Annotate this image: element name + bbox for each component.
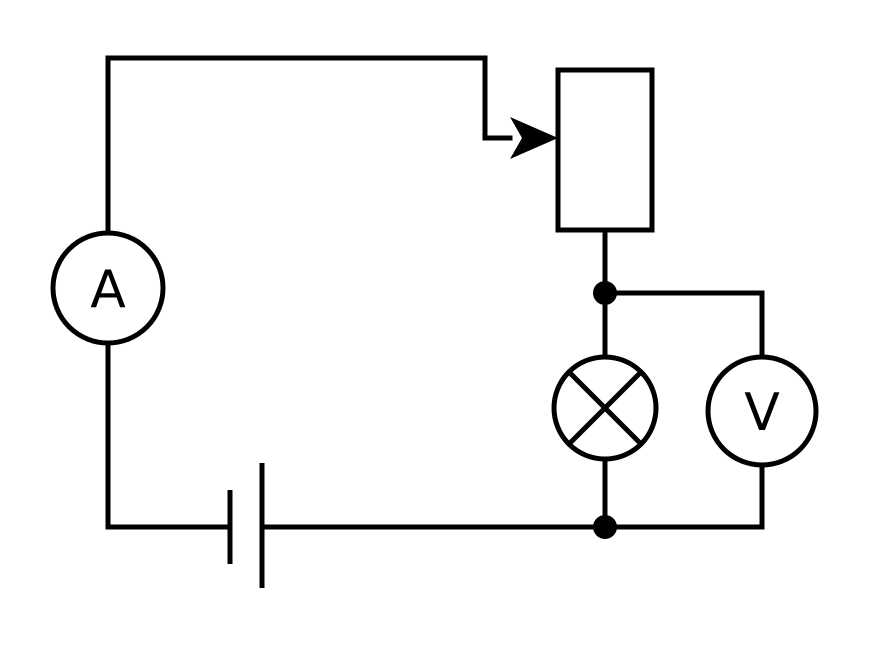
junctions bbox=[593, 281, 617, 539]
wires bbox=[105, 55, 765, 530]
junction-dot-top bbox=[593, 281, 617, 305]
rheostat bbox=[510, 67, 655, 233]
rheostat-body bbox=[555, 67, 655, 233]
voltmeter-symbol: V bbox=[744, 383, 780, 443]
voltmeter-ring bbox=[705, 354, 819, 468]
battery bbox=[227, 463, 265, 588]
ammeter-symbol: A bbox=[90, 260, 126, 320]
ammeter: A bbox=[50, 230, 166, 346]
lamp-cross-line-2 bbox=[567, 370, 643, 446]
junction-dot-bottom bbox=[593, 515, 617, 539]
slider-arrow-icon bbox=[510, 117, 558, 159]
wire-left-top bbox=[105, 55, 513, 236]
voltmeter: V bbox=[705, 354, 819, 468]
wire-voltmeter-top bbox=[602, 290, 765, 360]
ammeter-ring bbox=[50, 230, 166, 346]
lamp bbox=[551, 354, 659, 462]
